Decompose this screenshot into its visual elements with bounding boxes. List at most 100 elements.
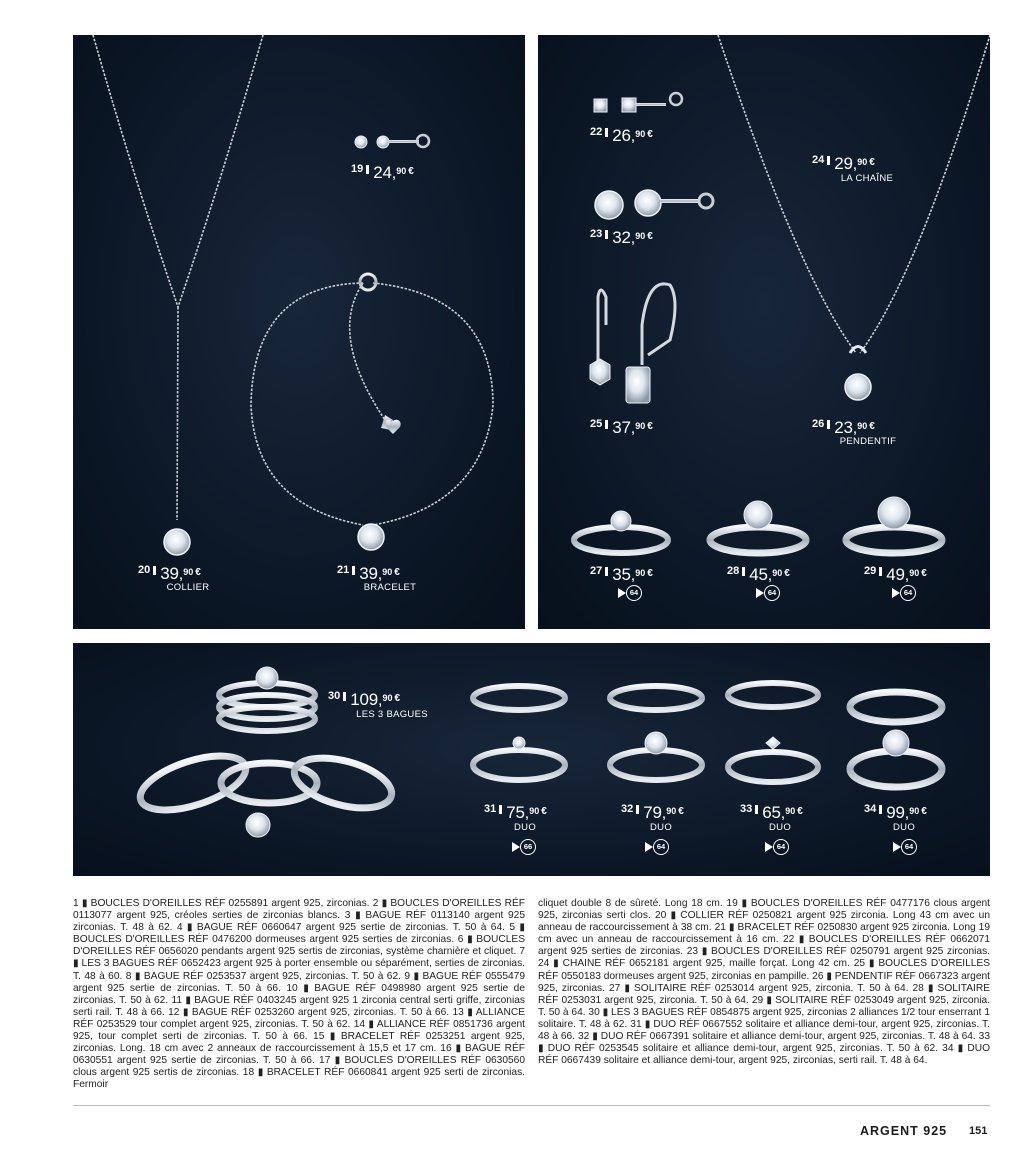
price-cents: 90 (635, 231, 646, 241)
item-number: 32 (621, 803, 634, 815)
price-currency: € (408, 166, 414, 177)
section-title: ARGENT 925 (860, 1124, 948, 1138)
item-number: 28 (727, 565, 740, 577)
price-euros: 45 (749, 565, 768, 584)
price-euros: 29 (834, 154, 853, 173)
price-currency: € (921, 806, 927, 817)
price-cents: 90 (529, 806, 540, 816)
price-currency: € (647, 129, 653, 140)
price-currency: € (869, 421, 875, 432)
price-cents: 90 (183, 567, 194, 577)
jewelry-illustration (571, 35, 990, 557)
price-cents: 90 (666, 806, 677, 816)
item-number: 25 (590, 418, 603, 430)
item-number: 27 (590, 565, 603, 577)
price-cents: 90 (857, 421, 868, 431)
page-reference-27[interactable]: 64 (618, 585, 642, 601)
page-reference-34[interactable]: 64 (893, 839, 917, 855)
price-currency: € (921, 568, 927, 579)
leverback-earrings-25-image (596, 282, 677, 365)
product-label-31: DUO (513, 822, 537, 833)
product-label-33: DUO (768, 822, 792, 833)
price-currency: € (784, 568, 790, 579)
price-cents: 90 (635, 129, 646, 139)
item-number: 21 (337, 564, 350, 576)
chain-pendant-image (717, 35, 990, 354)
price-euros: 35 (612, 565, 631, 584)
solitaire-rings-image (571, 496, 946, 557)
three-rings-set-image (136, 666, 396, 838)
price-cents: 90 (772, 568, 783, 578)
duo-rings-33-image (725, 680, 821, 785)
price-euros: 65 (762, 803, 781, 822)
product-label-34: DUO (892, 822, 916, 833)
product-label-26: PENDENTIF (839, 436, 897, 447)
duo-rings-34-image (846, 688, 946, 791)
duo-rings-31-image (470, 683, 568, 783)
price-currency: € (541, 806, 547, 817)
page-reference-28[interactable]: 64 (756, 585, 780, 601)
page-reference-32[interactable]: 64 (645, 839, 669, 855)
page-reference-29[interactable]: 64 (892, 585, 916, 601)
price-cents: 90 (785, 806, 796, 816)
price-euros: 49 (886, 565, 905, 584)
price-euros: 23 (834, 418, 853, 437)
price-currency: € (394, 567, 400, 578)
price-euros: 39 (160, 564, 179, 583)
price-cents: 90 (909, 806, 920, 816)
y-necklace-image (92, 35, 264, 521)
product-label-21: BRACELET (363, 582, 417, 593)
price-euros: 109 (350, 690, 379, 709)
item-number: 34 (864, 803, 877, 815)
price-cents: 90 (396, 166, 407, 176)
item-number: 24 (812, 154, 825, 166)
item-number: 22 (590, 126, 603, 138)
page-reference-31[interactable]: 66 (512, 839, 536, 855)
item-number: 20 (138, 564, 151, 576)
price-euros: 37 (612, 418, 631, 437)
price-euros: 75 (506, 803, 525, 822)
price-currency: € (647, 231, 653, 242)
stud-earrings-19-image (354, 133, 431, 149)
product-label-20: COLLIER (166, 582, 210, 593)
item-number: 31 (484, 803, 497, 815)
price-cents: 90 (382, 567, 393, 577)
jewelry-illustration (92, 35, 494, 556)
item-number: 30 (328, 690, 341, 702)
price-cents: 90 (909, 568, 920, 578)
stud-earrings-22-image (593, 91, 684, 113)
price-currency: € (869, 157, 875, 168)
price-euros: 79 (643, 803, 662, 822)
price-cents: 90 (635, 421, 646, 431)
product-label-24: LA CHAÎNE (840, 173, 894, 184)
item-number: 23 (590, 228, 603, 240)
price-cents: 90 (382, 693, 393, 703)
item-number: 29 (864, 565, 877, 577)
page-number: 151 (969, 1125, 988, 1137)
footer-divider (73, 1105, 990, 1106)
price-cents: 90 (635, 568, 646, 578)
price-currency: € (195, 567, 201, 578)
price-currency: € (797, 806, 803, 817)
price-currency: € (678, 806, 684, 817)
page-reference-33[interactable]: 64 (765, 839, 789, 855)
price-currency: € (394, 693, 401, 704)
stud-earrings-23-image (594, 189, 715, 220)
product-label-32: DUO (649, 822, 673, 833)
